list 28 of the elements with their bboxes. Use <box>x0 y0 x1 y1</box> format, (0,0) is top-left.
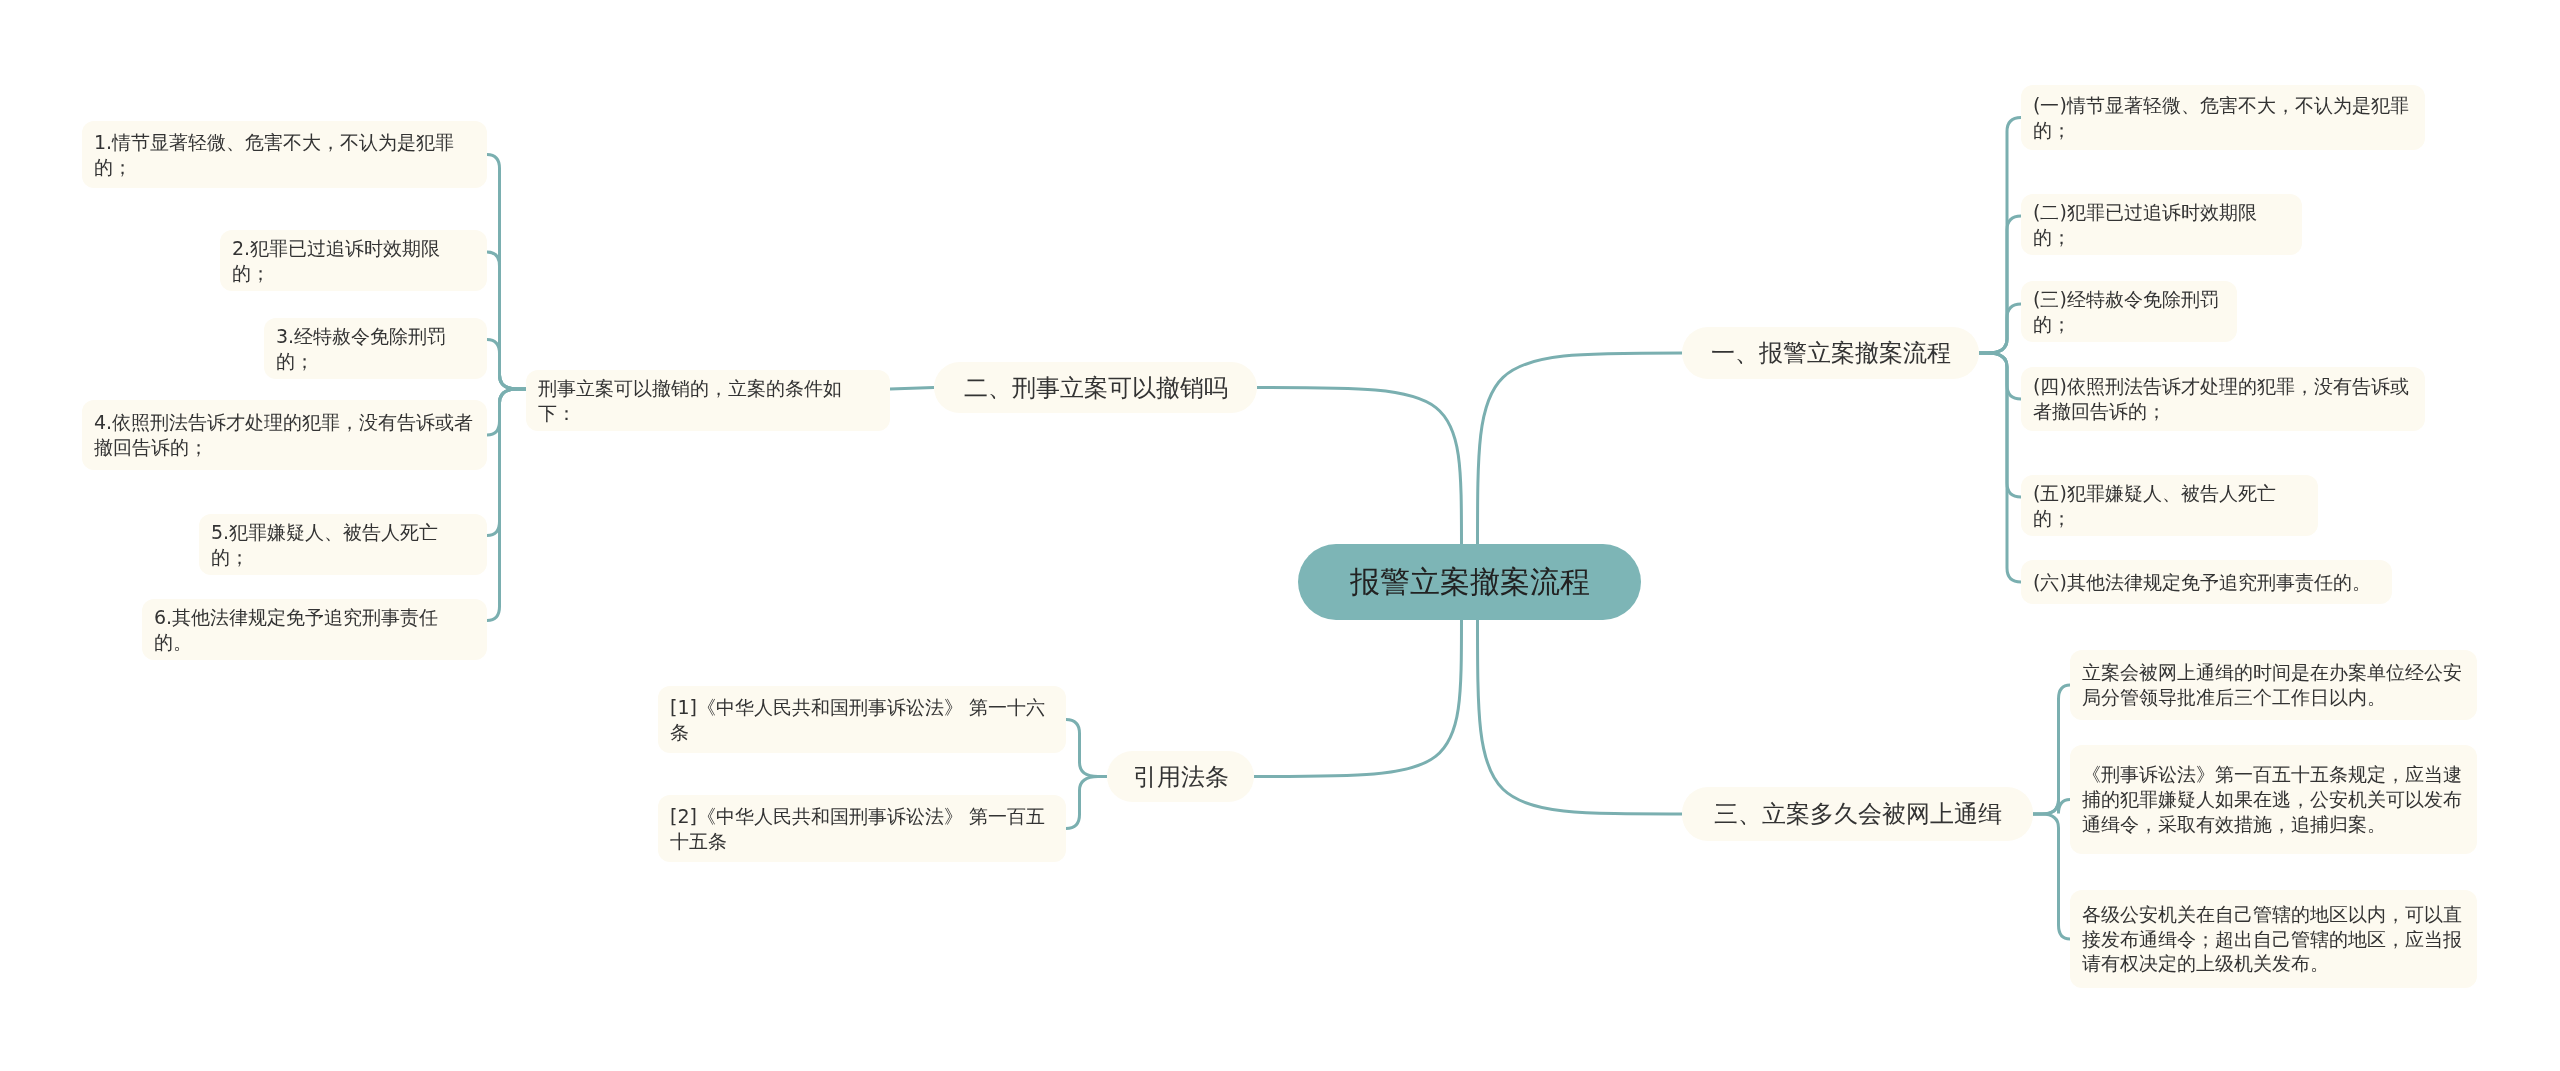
text-box: (四)依照刑法告诉才处理的犯罪，没有告诉或者撤回告诉的； <box>2021 367 2425 431</box>
text-box: [1]《中华人民共和国刑事诉讼法》 第一十六条 <box>658 686 1066 753</box>
connector-line <box>889 386 935 391</box>
topic-box: 一、报警立案撤案流程 <box>1682 327 1979 379</box>
text-box: (五)犯罪嫌疑人、被告人死亡的； <box>2021 475 2318 537</box>
text-box: 1.情节显著轻微、危害不大，不认为是犯罪的； <box>82 121 487 188</box>
text-box: 《刑事诉讼法》第一百五十五条规定，应当逮捕的犯罪嫌疑人如果在逃，公安机关可以发布通缉令，采取有效措施，追捕归案。 <box>2070 745 2477 854</box>
connector-line <box>1065 775 1107 830</box>
connector-line <box>486 387 526 622</box>
text-box: 3.经特赦令免除刑罚的； <box>264 318 487 380</box>
connector-line <box>1979 351 2022 584</box>
topic-box: 三、立案多久会被网上通缉 <box>1682 787 2033 841</box>
connector-line <box>2033 812 2071 941</box>
topic-box: 引用法条 <box>1107 751 1254 802</box>
text-box: (一)情节显著轻微、危害不大，不认为是犯罪的； <box>2021 85 2425 150</box>
text-box: 5.犯罪嫌疑人、被告人死亡的； <box>199 514 487 576</box>
text-box: 4.依照刑法告诉才处理的犯罪，没有告诉或者撤回告诉的； <box>82 400 487 470</box>
text-box: 各级公安机关在自己管辖的地区以内，可以直接发布通缉令；超出自己管辖的地区，应当报请有权决定的上级机关发布。 <box>2070 890 2477 988</box>
text-box: [2]《中华人民共和国刑事诉讼法》 第一百五十五条 <box>658 795 1066 862</box>
mind-map-root: 报警立案撤案流程 <box>1298 544 1641 620</box>
topic-box: 二、刑事立案可以撤销吗 <box>934 362 1257 413</box>
text-box: (六)其他法律规定免予追究刑事责任的。 <box>2021 560 2392 604</box>
text-box: (三)经特赦令免除刑罚的； <box>2021 281 2237 343</box>
text-box: 2.犯罪已过追诉时效期限的； <box>220 230 487 292</box>
text-box: 立案会被网上通缉的时间是在办案单位经公安局分管领导批准后三个工作日以内。 <box>2070 650 2477 720</box>
text-box: 刑事立案可以撤销的，立案的条件如下： <box>526 370 890 432</box>
text-box: (二)犯罪已过追诉时效期限的； <box>2021 194 2302 256</box>
text-box: 6.其他法律规定免予追究刑事责任的。 <box>142 599 487 661</box>
